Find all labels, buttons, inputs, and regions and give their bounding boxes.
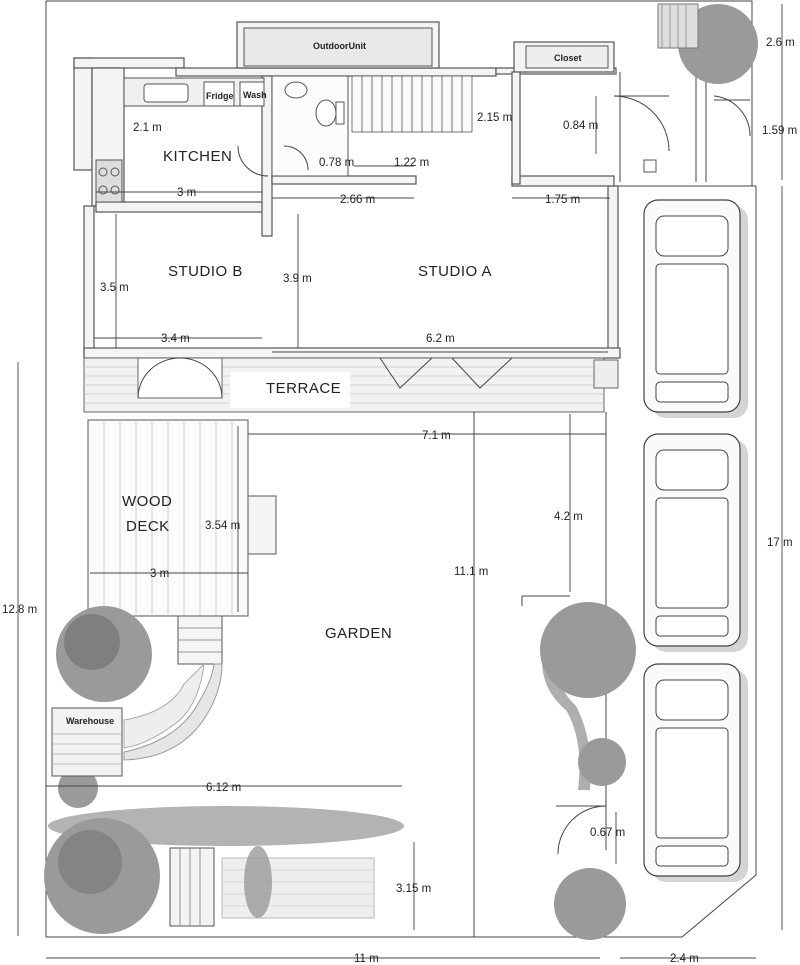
dim-deck-height: 3.54 m — [205, 520, 240, 532]
dimension-labels: 2.6 m 1.59 m 2.1 m 3 m 0.78 m 1.22 m 2.1… — [2, 37, 797, 965]
dim-gate-width: 0.67 m — [590, 827, 625, 839]
warehouse — [51, 707, 123, 777]
dim-studio-a-width: 6.2 m — [426, 333, 455, 345]
warehouse-label: Warehouse — [66, 716, 114, 726]
terrace-label: TERRACE — [266, 380, 341, 397]
dim-parking-length: 17 m — [767, 537, 793, 549]
studio-b-label: STUDIO B — [168, 263, 243, 280]
dim-studio-b-height: 3.5 m — [100, 282, 129, 294]
fixture-labels: OutdoorUnit Closet Fridge Wash Warehouse — [66, 41, 582, 726]
dim-top-right-width: 2.6 m — [766, 37, 795, 49]
parked-cars — [643, 199, 748, 882]
dim-garden-length: 11.1 m — [454, 566, 488, 578]
room-labels: KITCHEN STUDIO B STUDIO A TERRACE WOOD D… — [122, 148, 492, 642]
dim-total-width: 11 m — [354, 953, 379, 965]
stone-path — [123, 662, 375, 927]
dim-studio-b-width: 3.4 m — [161, 333, 190, 345]
fridge-label: Fridge — [206, 91, 234, 101]
terrace-floor — [83, 357, 619, 413]
dim-path-depth: 3.15 m — [396, 883, 431, 895]
dim-stair-width: 1.22 m — [394, 157, 429, 169]
dim-closet-width: 1.75 m — [545, 194, 580, 206]
wood-deck-label-line1: WOOD — [122, 493, 172, 510]
dim-deck-width: 3 m — [150, 568, 169, 580]
studio-a-label: STUDIO A — [418, 263, 492, 280]
dim-parking-width: 2.4 m — [670, 953, 699, 965]
dim-path-length: 6.12 m — [206, 782, 241, 794]
dim-garden-width: 7.1 m — [422, 430, 451, 442]
dimension-lines — [17, 4, 783, 959]
kitchen-label: KITCHEN — [163, 148, 232, 165]
car-1 — [643, 199, 748, 418]
stairs — [351, 75, 473, 133]
dim-studio-a-height: 3.9 m — [283, 273, 312, 285]
garden-label: GARDEN — [325, 625, 392, 642]
dim-closet-door: 0.84 m — [563, 120, 598, 132]
dim-top-right-height: 1.59 m — [762, 125, 797, 137]
car-3 — [643, 663, 748, 882]
dim-stair-length: 2.15 m — [477, 112, 512, 124]
wood-deck-label-line2: DECK — [126, 518, 170, 535]
dim-kitchen-depth: 2.1 m — [133, 122, 162, 134]
dim-total-height: 12.8 m — [2, 604, 37, 616]
wash-label: Wash — [243, 90, 267, 100]
dim-garden-side: 4.2 m — [554, 511, 583, 523]
garden-vegetation — [44, 3, 758, 940]
dim-kitchen-width: 3 m — [177, 187, 196, 199]
outdoor-unit-label: OutdoorUnit — [313, 41, 366, 51]
car-2 — [643, 433, 748, 652]
dim-toilet-width: 0.78 m — [319, 157, 354, 169]
wood-deck — [87, 419, 277, 665]
site-boundary — [45, 0, 757, 938]
building-walls — [73, 21, 751, 359]
dim-studio-a-top: 2.66 m — [340, 194, 375, 206]
closet-label: Closet — [554, 53, 582, 63]
